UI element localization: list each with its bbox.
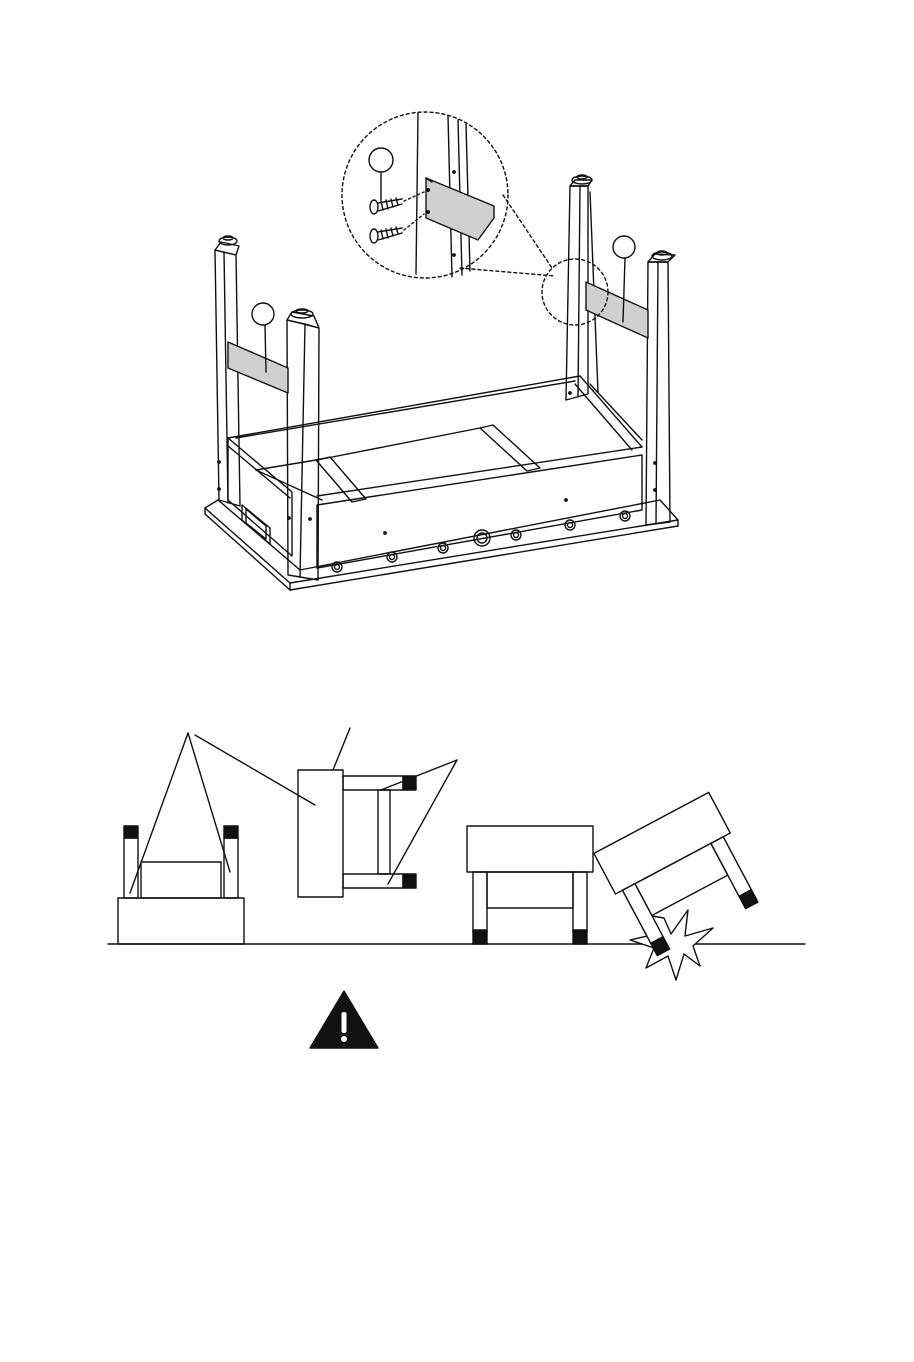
foot-pad xyxy=(473,930,487,944)
left-brace xyxy=(228,342,288,393)
foot-pad xyxy=(124,826,138,838)
foot-pad xyxy=(739,890,758,909)
warning-triangle-icon xyxy=(310,991,378,1048)
panel-on-side xyxy=(298,770,416,897)
zoom-detail xyxy=(342,112,508,278)
leg-right-front xyxy=(646,251,675,525)
foot-pad xyxy=(403,874,416,888)
apron-holes xyxy=(332,392,630,572)
left-apron xyxy=(228,438,292,556)
table-frame-illustration xyxy=(205,175,678,590)
panel-upright xyxy=(467,826,593,944)
callout-screws xyxy=(369,148,393,200)
foot-pad xyxy=(573,930,587,944)
screw-icon xyxy=(370,192,424,214)
panel-legs-up-on-box xyxy=(118,826,244,944)
leader-lines xyxy=(130,728,457,893)
foot-pad xyxy=(224,826,238,838)
placement-guide xyxy=(108,728,805,980)
